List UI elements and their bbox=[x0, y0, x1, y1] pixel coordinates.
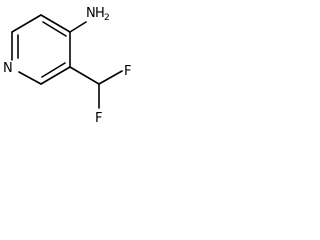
bond-c3-c2-inner bbox=[41, 62, 66, 78]
bond-c4-nh2 bbox=[69, 21, 87, 33]
bond-c6-c5 bbox=[40, 14, 71, 33]
fluorine-top-label: F bbox=[124, 64, 131, 79]
bond-c3-chf2 bbox=[69, 66, 100, 85]
bond-c2-n1 bbox=[18, 71, 42, 85]
amine-hydrogen-label: H bbox=[95, 6, 105, 21]
bond-c6-c5-inner bbox=[42, 21, 67, 37]
bond-c3-c2 bbox=[40, 66, 71, 85]
chemical-structure-diagram: N N H 2 F F bbox=[3, 6, 131, 126]
fluorine-bottom-label: F bbox=[95, 111, 102, 126]
bond-chf2-f-top bbox=[98, 70, 123, 85]
bond-c6a-c6 bbox=[11, 14, 42, 33]
amine-nitrogen-label: N bbox=[86, 6, 96, 21]
amine-hydrogen-count: 2 bbox=[104, 13, 110, 23]
ring-nitrogen-label: N bbox=[3, 61, 13, 76]
